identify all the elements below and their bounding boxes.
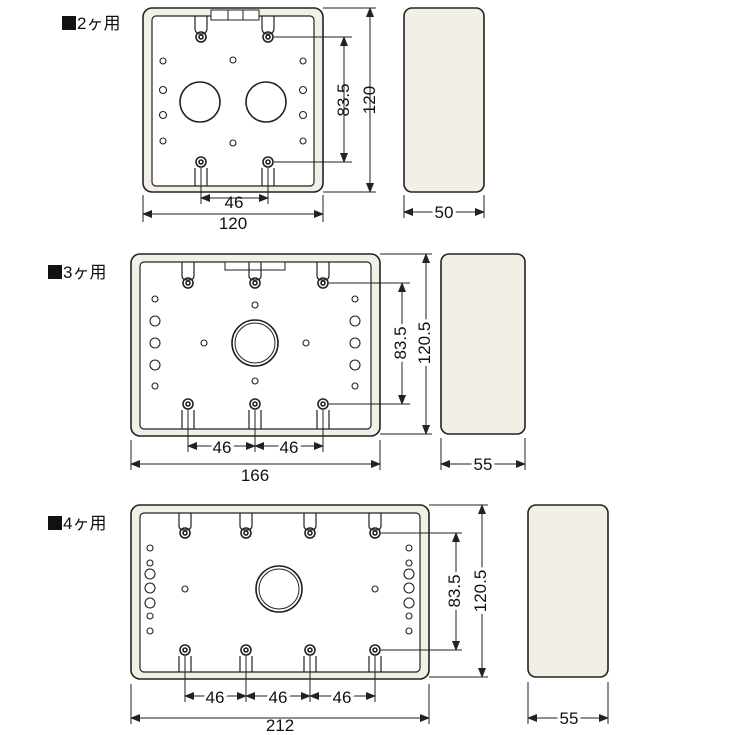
box4-pitch-h-label-2: 46 — [269, 688, 288, 707]
box2-title: 2ヶ用 — [62, 9, 120, 34]
box2-pitch-v-label: 83.5 — [334, 83, 353, 116]
box-4gang-dimensions — [130, 504, 609, 724]
box3-pitch-v-label: 83.5 — [391, 326, 410, 359]
box-3gang-dimensions — [130, 253, 526, 470]
box-2gang-side-view — [403, 7, 485, 193]
box4-height-label: 120.5 — [471, 570, 490, 613]
box4-depth-label: 55 — [560, 709, 579, 728]
box2-title-text: 2ヶ用 — [77, 14, 121, 33]
box4-pitch-h-label-3: 46 — [333, 688, 352, 707]
box2-width-label: 120 — [219, 214, 247, 233]
box3-title: 3ヶ用 — [48, 258, 106, 283]
box4-title-text: 4ヶ用 — [63, 514, 107, 533]
box4-pitch-h-label-1: 46 — [206, 688, 225, 707]
box4-title: 4ヶ用 — [48, 509, 106, 534]
box-2gang-dimensions — [142, 7, 485, 222]
box2-height-label: 120 — [360, 86, 379, 114]
box-2gang-front-view — [142, 7, 324, 193]
box2-pitch-h-label: 46 — [225, 193, 244, 212]
box-3gang-front-view — [130, 253, 381, 437]
box3-pitch-h-label-2: 46 — [280, 438, 299, 457]
box3-title-text: 3ヶ用 — [63, 263, 107, 282]
box3-pitch-h-label-1: 46 — [213, 438, 232, 457]
square-bullet-icon — [48, 265, 62, 279]
square-bullet-icon — [62, 16, 76, 30]
box3-width-label: 166 — [241, 466, 269, 485]
box3-depth-label: 55 — [474, 455, 493, 474]
box-3gang-side-view — [440, 253, 526, 435]
box4-pitch-v-label: 83.5 — [445, 574, 464, 607]
box-4gang-side-view — [527, 504, 609, 678]
box-4gang-front-view — [130, 504, 430, 680]
box2-depth-label: 50 — [435, 203, 454, 222]
square-bullet-icon — [48, 516, 62, 530]
box3-height-label: 120.5 — [415, 322, 434, 365]
box4-width-label: 212 — [266, 716, 294, 735]
